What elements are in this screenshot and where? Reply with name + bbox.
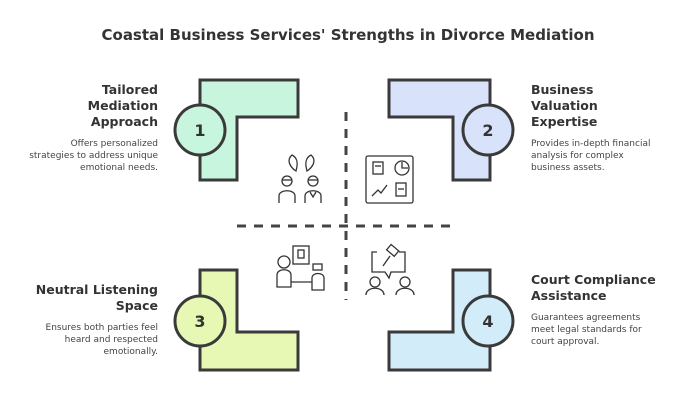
shape-1: 1 — [173, 78, 300, 182]
item-heading: Neutral Listening Space — [35, 282, 158, 313]
item-description: Ensures both parties feel heard and resp… — [45, 323, 158, 357]
gavel-speech-people-icon — [365, 243, 415, 296]
item-1: Tailored Mediation Approach Offers perso… — [28, 82, 158, 174]
item-description: Offers personalized strategies to addres… — [29, 139, 158, 173]
item-description: Guarantees agreements meet legal standar… — [531, 313, 642, 347]
item-2: Business Valuation Expertise Provides in… — [531, 82, 661, 174]
item-heading: Business Valuation Expertise — [531, 82, 598, 129]
item-heading: Court Compliance Assistance — [531, 272, 656, 303]
dashboard-chart-icon — [365, 155, 414, 204]
two-people-talking-icon — [278, 154, 322, 203]
diagram-title: Coastal Business Services' Strengths in … — [101, 26, 595, 44]
item-heading: Tailored Mediation Approach — [87, 82, 158, 129]
shape-4: 4 — [387, 268, 515, 372]
number-2: 2 — [482, 121, 493, 140]
counseling-session-icon — [276, 245, 325, 291]
item-4: Court Compliance Assistance Guarantees a… — [531, 272, 661, 348]
shape-3: 3 — [173, 268, 300, 372]
shape-2: 2 — [387, 78, 515, 182]
item-description: Provides in-depth financial analysis for… — [531, 139, 651, 173]
number-3: 3 — [194, 312, 205, 331]
number-1: 1 — [194, 121, 205, 140]
item-3: Neutral Listening Space Ensures both par… — [28, 282, 158, 358]
number-4: 4 — [482, 312, 493, 331]
